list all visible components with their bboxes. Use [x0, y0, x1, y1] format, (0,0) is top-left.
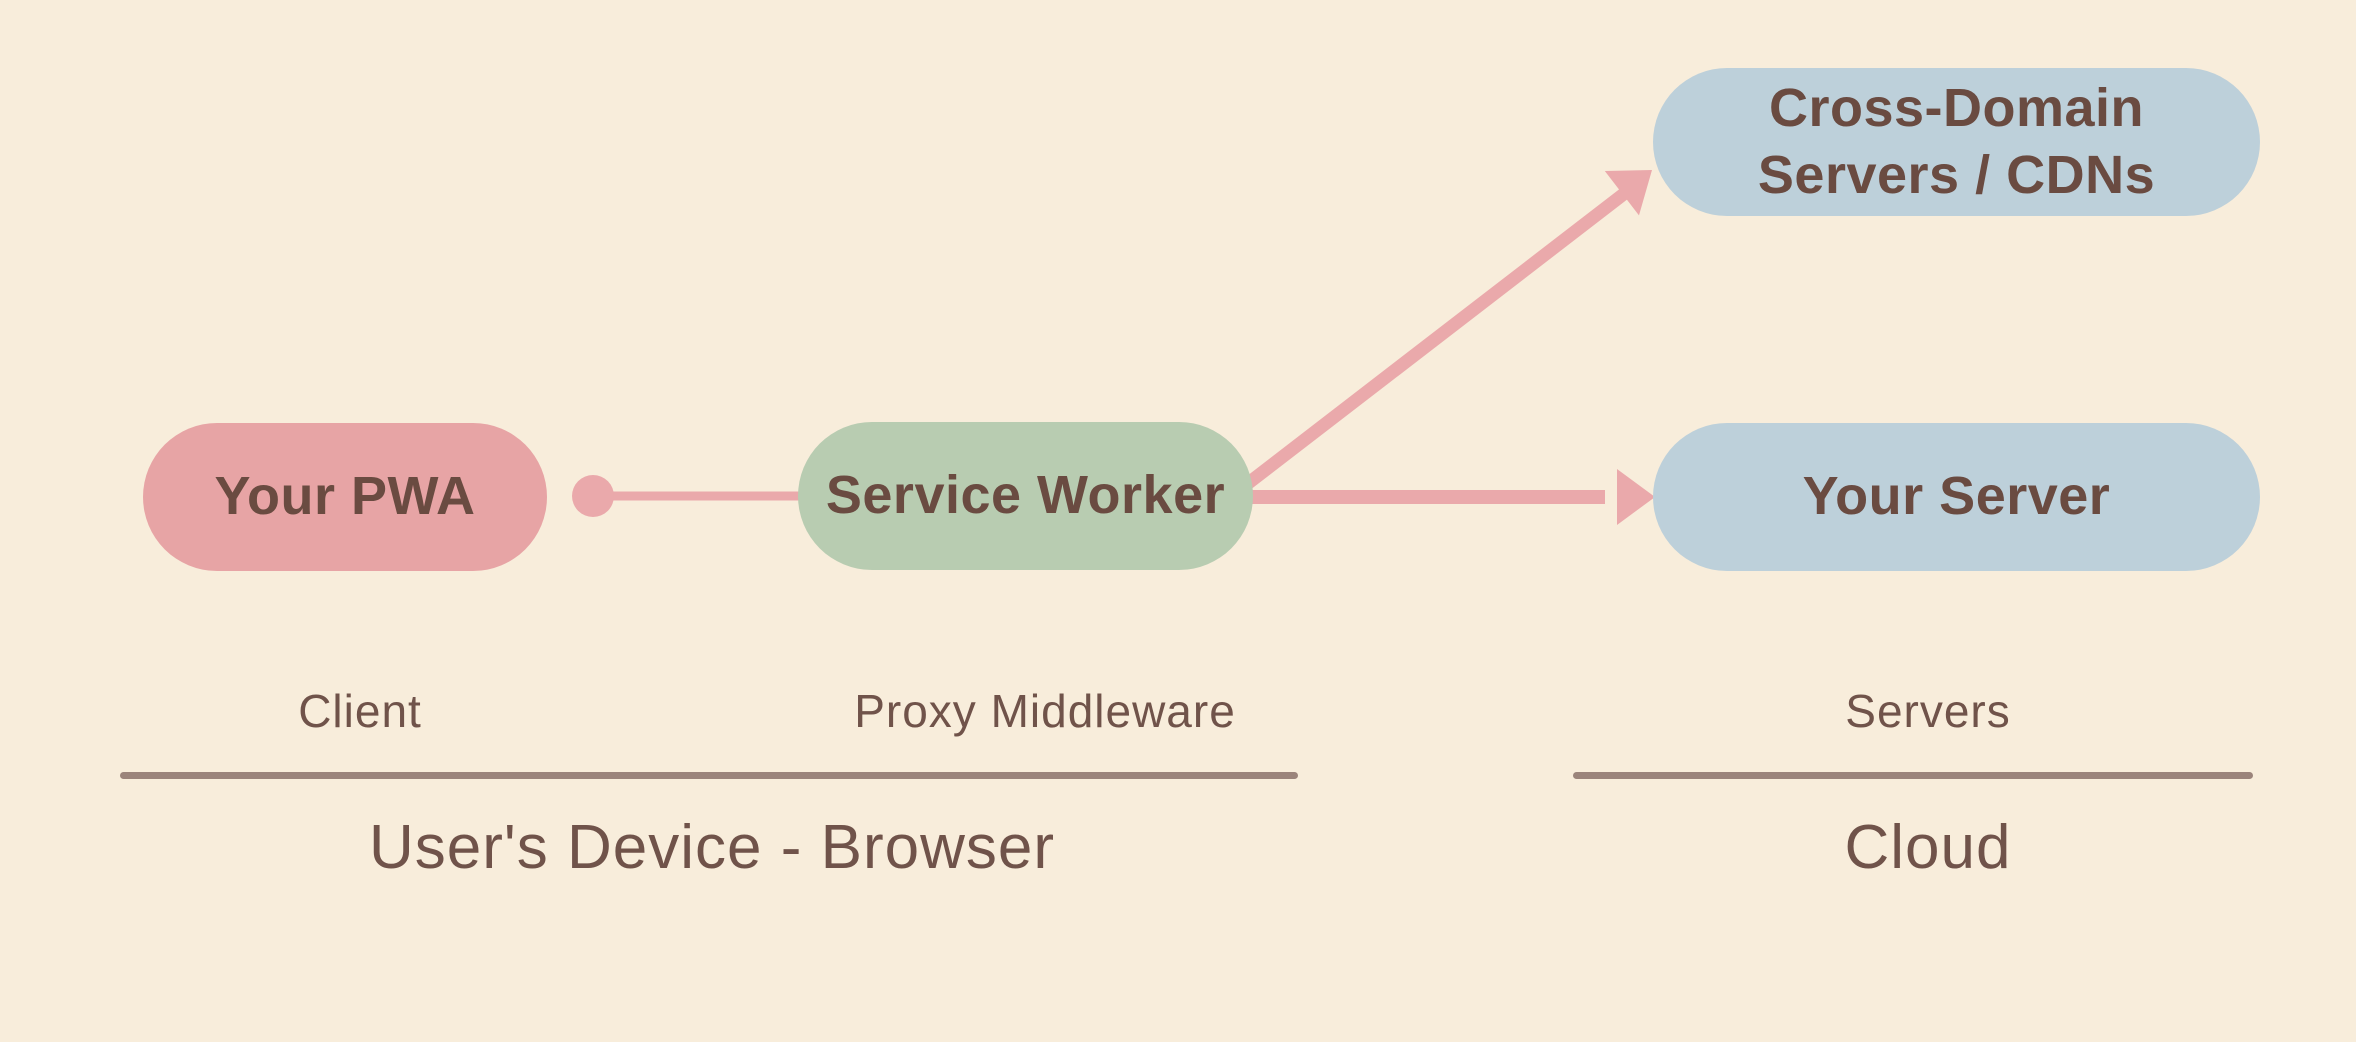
node-label: Your Server [1802, 466, 2111, 527]
label-servers: Servers [1845, 685, 2011, 737]
label-proxy-middleware: Proxy Middleware [854, 685, 1236, 737]
node-label-line2: Servers / CDNs [1757, 145, 2156, 205]
arrowhead-icon [1604, 170, 1652, 216]
node-label-line1: Cross-Domain [1768, 77, 2145, 138]
node-service-worker: Service Worker [798, 422, 1253, 570]
node-label: Your PWA [214, 466, 476, 527]
node-label: Service Worker [825, 465, 1226, 526]
label-users-device-browser: User's Device - Browser [369, 813, 1055, 882]
node-your-server: Your Server [1653, 423, 2260, 571]
label-client: Client [298, 685, 422, 737]
node-cross-domain-servers: Cross-Domain Servers / CDNs [1653, 68, 2260, 216]
divider-users-device [120, 772, 1298, 779]
divider-cloud [1573, 772, 2253, 779]
link-endpoint-dot [572, 475, 614, 517]
arrow-service-worker-to-cross-domain [1238, 170, 1652, 494]
node-your-pwa: Your PWA [143, 423, 547, 571]
arrowhead-icon [1617, 469, 1655, 525]
link-pwa-to-service-worker [572, 475, 800, 517]
arrow-service-worker-to-your-server [1250, 469, 1655, 525]
label-cloud: Cloud [1844, 813, 2012, 882]
